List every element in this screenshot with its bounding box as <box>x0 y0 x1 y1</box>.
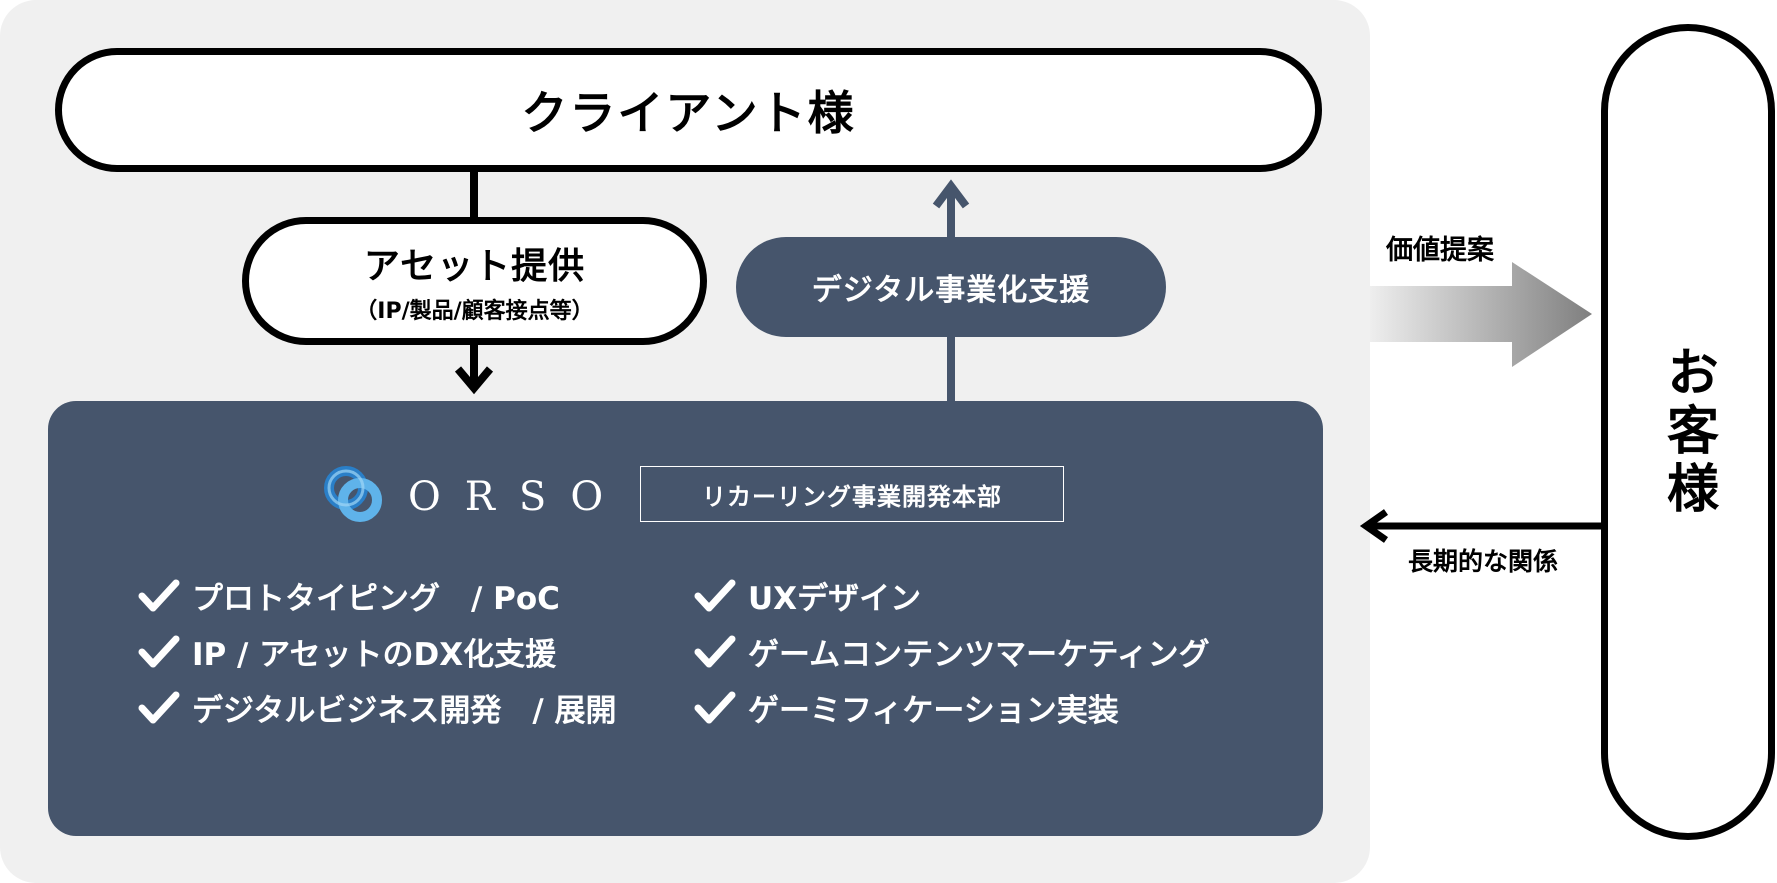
customer-box: お客様 <box>1601 24 1775 840</box>
asset-title: アセット提供 <box>363 246 586 287</box>
list-item: UXデザイン <box>694 573 921 618</box>
customer-label: お客様 <box>1657 345 1718 519</box>
department-text: リカーリング事業開発本部 <box>702 482 1002 511</box>
list-item: IP / アセットのDX化支援 <box>138 629 556 674</box>
check-icon <box>138 635 180 667</box>
check-icon <box>138 579 180 611</box>
client-label: クライアント様 <box>521 86 856 140</box>
check-icon <box>694 691 736 723</box>
check-icon <box>694 635 736 667</box>
digital-arrow-head <box>932 179 970 209</box>
asset-arrow-head <box>454 366 494 395</box>
orso-logo-text: ORSO <box>408 474 628 520</box>
long-term-arrow-head <box>1359 509 1389 543</box>
asset-subtitle: （IP/製品/顧客接点等） <box>355 299 594 324</box>
list-item: ゲーミフィケーション実装 <box>694 685 1119 730</box>
orso-box <box>48 401 1323 836</box>
check-icon <box>694 579 736 611</box>
orso-logo-icon <box>324 466 382 522</box>
list-item: デジタルビジネス開発 / 展開 <box>138 685 617 730</box>
department-label: リカーリング事業開発本部 <box>640 466 1064 522</box>
list-item: プロトタイピング / PoC <box>138 573 560 618</box>
long-term-label: 長期的な関係 <box>1408 547 1559 576</box>
digital-label: デジタル事業化支援 <box>811 273 1091 308</box>
client-box: クライアント様 <box>55 48 1322 172</box>
asset-box: アセット提供 （IP/製品/顧客接点等） <box>242 217 707 345</box>
list-item: ゲームコンテンツマーケティング <box>694 629 1210 674</box>
value-proposal-arrow <box>1370 262 1592 367</box>
check-icon <box>138 691 180 723</box>
value-proposal-label: 価値提案 <box>1386 235 1494 266</box>
digital-box: デジタル事業化支援 <box>736 237 1166 337</box>
